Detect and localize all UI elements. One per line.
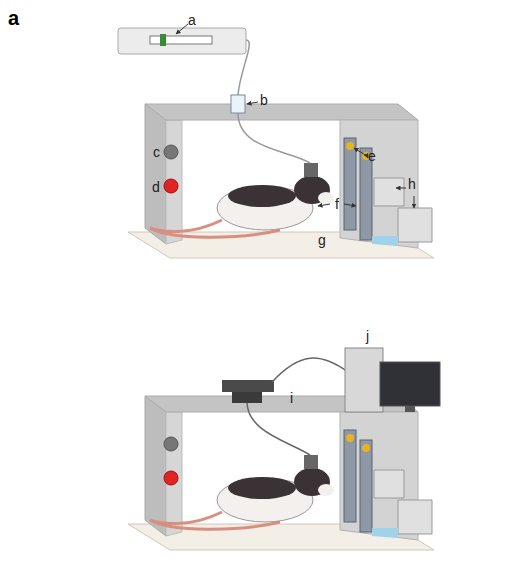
callout-letter: e — [368, 149, 376, 163]
rat-snout — [318, 484, 334, 496]
left-wall — [145, 396, 166, 536]
left-wall — [145, 104, 166, 244]
rat-patch — [228, 477, 296, 499]
reservoir-box — [374, 178, 404, 206]
lever-slot — [344, 138, 356, 230]
callout-letter: h — [408, 177, 416, 191]
rat-snout — [318, 192, 334, 204]
leader-line — [396, 188, 406, 189]
syringe-pump — [118, 28, 246, 54]
callout-letter: f — [335, 197, 339, 211]
panel-letter: a — [8, 8, 19, 28]
lever-slot — [360, 440, 372, 532]
lever-slot — [344, 430, 356, 522]
leader-line — [318, 204, 330, 206]
rat-patch — [228, 185, 296, 207]
reservoir-box — [398, 500, 432, 534]
stimulus-light — [362, 444, 370, 452]
reservoir-box — [398, 208, 432, 242]
cable — [272, 358, 348, 382]
callout-letter: g — [318, 233, 326, 247]
liquid — [372, 236, 398, 246]
commutator — [222, 380, 274, 392]
red-cue — [164, 471, 178, 485]
commutator — [232, 392, 262, 403]
leader-line — [344, 204, 356, 206]
leader-line — [367, 156, 368, 158]
head-mount — [304, 455, 318, 469]
stimulus-light — [346, 142, 354, 150]
plunger — [160, 34, 166, 46]
cable — [247, 402, 310, 455]
light-cue — [164, 437, 178, 451]
callout-letter: c — [153, 145, 160, 159]
leader-line — [354, 148, 367, 156]
monitor-stand — [405, 406, 415, 412]
callout-letter: d — [152, 180, 160, 194]
computer-tower — [345, 348, 383, 412]
stimulus-light — [346, 434, 354, 442]
callout-letter: a — [188, 13, 196, 27]
tubing — [238, 113, 310, 163]
leader-line — [247, 102, 258, 104]
syringe — [150, 36, 212, 44]
callout-letter: j — [366, 329, 369, 343]
tubing — [238, 40, 249, 95]
chamber-roof — [145, 104, 418, 120]
leader-line — [414, 196, 415, 208]
callout-letter: b — [260, 93, 268, 107]
head-mount — [304, 163, 318, 177]
reservoir-box — [374, 470, 404, 498]
liquid — [372, 528, 398, 538]
callout-letter: i — [290, 391, 293, 405]
monitor — [380, 362, 440, 406]
red-cue — [164, 179, 178, 193]
operant-chamber — [118, 28, 434, 258]
leader-line — [176, 24, 188, 34]
light-cue — [164, 145, 178, 159]
swivel — [231, 95, 245, 113]
